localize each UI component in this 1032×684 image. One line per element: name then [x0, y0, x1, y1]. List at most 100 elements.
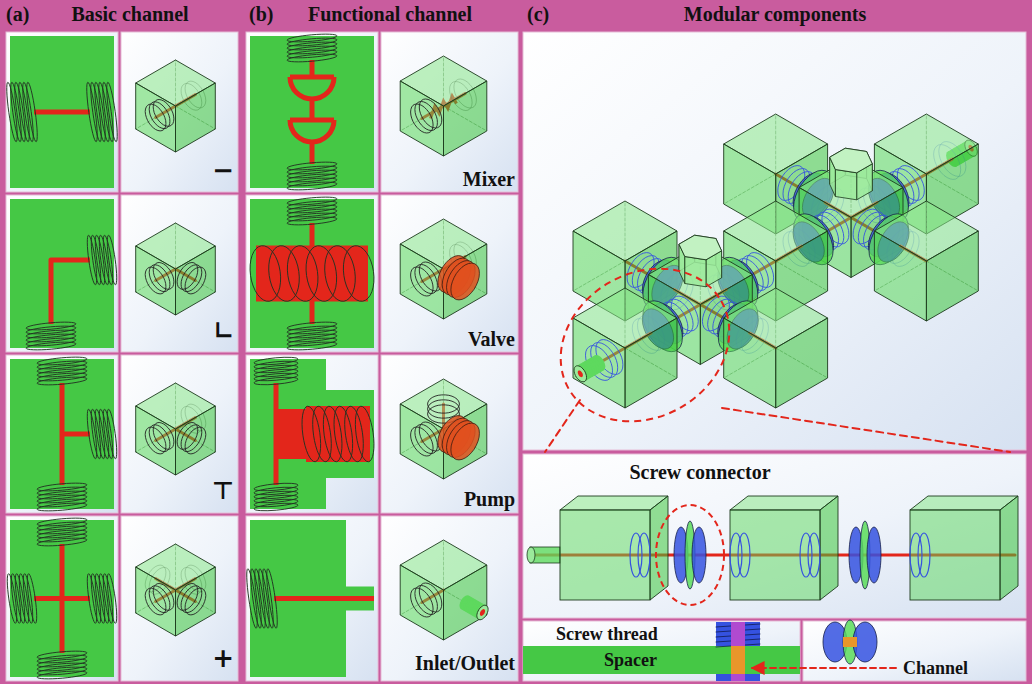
panel-cells-part [246, 195, 378, 352]
screw-thread [37, 650, 87, 681]
channel-cube-part [910, 510, 1000, 600]
screw-thread-part [21, 573, 34, 623]
leader-arrow [752, 668, 896, 669]
connector-chain-part [918, 533, 930, 577]
channel-cube-part [400, 244, 443, 319]
channel-cube-part [136, 246, 176, 315]
screw-thread [245, 568, 280, 628]
channel-connector-part [843, 637, 857, 647]
channel-cube-part [724, 318, 776, 408]
panel-cells-part [121, 195, 238, 352]
screw-thread-part [306, 406, 370, 462]
channel-cube-part [477, 605, 488, 620]
panel-cells-part [121, 516, 238, 681]
channel-cube-part [400, 81, 443, 156]
screw-thread-part [101, 235, 114, 285]
panel-cells-part [121, 355, 238, 513]
channel-section-part [34, 544, 90, 653]
functional-section-part [250, 36, 374, 188]
channel-symbol: − [212, 156, 234, 186]
channel-cube-part [451, 263, 480, 300]
channel-cube-part [145, 104, 166, 131]
channel-cube-part [428, 400, 460, 418]
channel-cube-part [136, 406, 176, 475]
screw-thread-part [254, 502, 298, 512]
channel-cube-part [560, 510, 650, 600]
inlet-tube-part [578, 370, 583, 377]
channel-symbol: ∟ [214, 318, 234, 346]
screw-thread-part [105, 235, 118, 285]
hex-bolt-part [835, 170, 856, 200]
channel-cube-part [419, 99, 442, 128]
channel-cube-part [415, 102, 438, 131]
channel-cube-part [411, 427, 434, 456]
screw-thread-part [101, 82, 116, 142]
functional-section [245, 520, 374, 677]
screw-thread [247, 244, 378, 304]
screw-thread [26, 321, 76, 352]
hex-bolt-part [830, 148, 873, 173]
panel-cells-part [246, 32, 378, 192]
panel-cells-part [523, 32, 1026, 450]
functional-section [247, 196, 378, 352]
channel-cube [136, 60, 216, 152]
channel-cube-part [153, 100, 174, 127]
channel-cube-part [415, 265, 438, 294]
panel: (c)Modular components [521, 0, 1032, 684]
channel-cube-part [573, 318, 625, 408]
functional-section [250, 356, 377, 512]
channel-cube-part [136, 83, 176, 152]
channel-cube [560, 496, 668, 600]
channel-cube [136, 544, 216, 636]
screw-thread [85, 573, 118, 623]
channel-connector [823, 620, 877, 664]
channel-cube-part [411, 104, 434, 133]
screw-thread [5, 82, 40, 142]
channel-cube-part [444, 404, 487, 479]
inlet-tube [574, 355, 605, 382]
channel-section-part [51, 260, 90, 324]
channel-cube-part [730, 510, 820, 600]
zoom-highlight [533, 239, 1010, 452]
zoom-highlight-part [545, 400, 580, 452]
channel-cube-part [145, 267, 166, 294]
screw-thread [85, 82, 120, 142]
panel: (a)Basic channel [0, 0, 243, 684]
panel-cells-part [246, 516, 378, 681]
channel-cube-part [153, 584, 174, 611]
screw-thread [85, 409, 118, 459]
channel-cube-part [177, 584, 198, 611]
channel-cube [400, 379, 487, 479]
channel-cube-part [176, 83, 216, 152]
panel-title: Modular components [684, 3, 866, 26]
screw-thread-part [287, 341, 337, 352]
screw-thread [5, 573, 38, 623]
channel-cube-part [444, 81, 487, 156]
channel-section-part [62, 383, 90, 485]
panel-cells-part [381, 355, 518, 513]
panel-cells-part [803, 621, 1026, 681]
connector-chain-part [630, 533, 642, 577]
channel-cube-part [181, 586, 202, 613]
channel-cube-part [145, 588, 166, 615]
screw-thread-part [287, 216, 337, 227]
functional-section-part [250, 199, 374, 348]
channel-cube-part [411, 588, 434, 617]
channel-section [10, 356, 119, 513]
cube-view [136, 56, 488, 640]
channel-cube-part [176, 567, 216, 636]
channel-cube [730, 496, 838, 600]
screw-thread-part [254, 376, 298, 386]
panel-cells-part [121, 32, 238, 192]
screw-thread [287, 321, 337, 352]
panel-cells [6, 32, 1026, 681]
channel-section-part [10, 520, 114, 677]
channel-section [5, 36, 120, 188]
channel-cube [400, 56, 487, 156]
screw-thread-part [340, 244, 377, 304]
channel-cube-part [910, 496, 1018, 510]
screw-thread-part [105, 409, 118, 459]
hex-bolt-part [685, 257, 706, 287]
channel-section-part [10, 199, 114, 348]
